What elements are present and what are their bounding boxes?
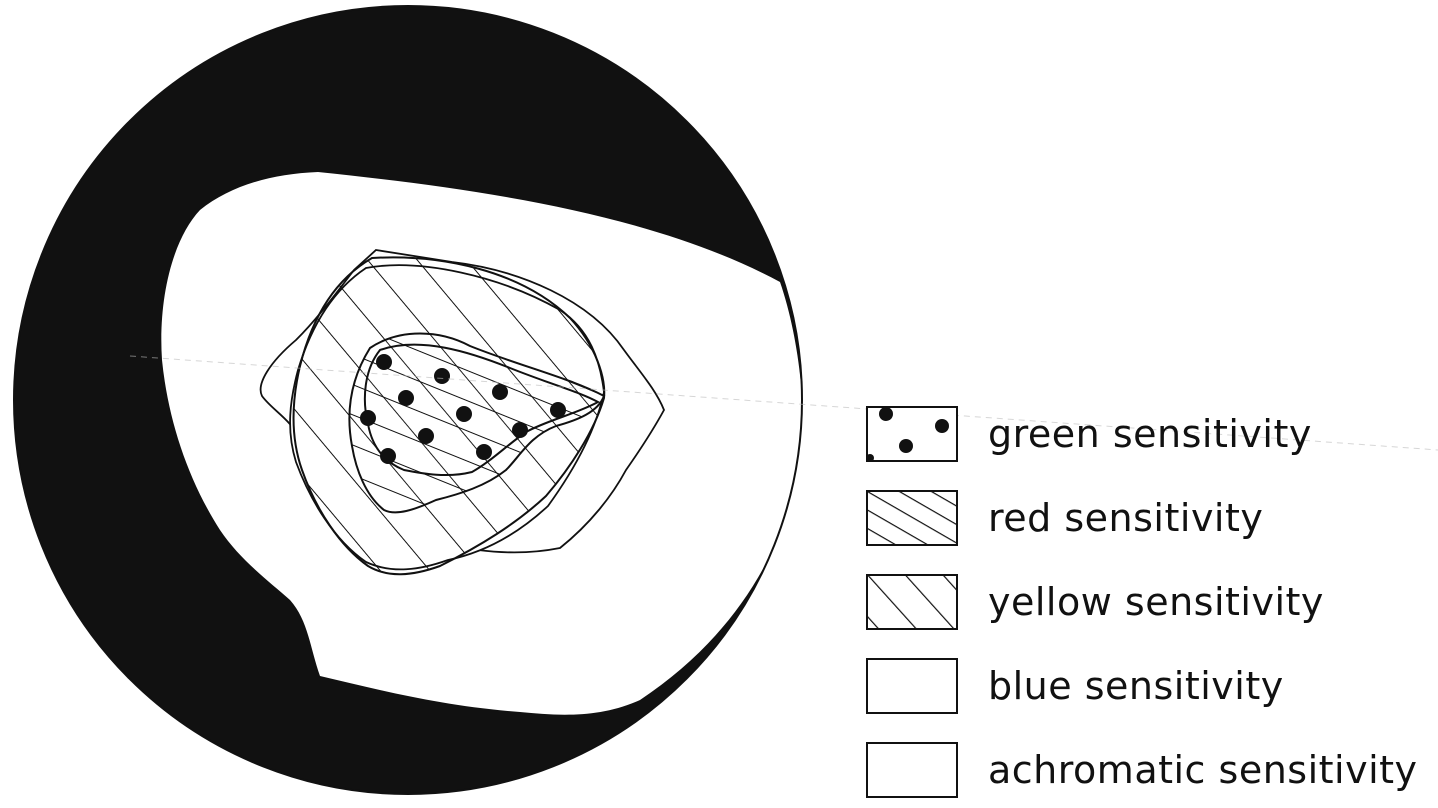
legend-swatch-green [866, 406, 958, 462]
legend-swatch-achromatic [866, 742, 958, 798]
green-dot [380, 448, 396, 464]
green-dot [398, 390, 414, 406]
green-dot [360, 410, 376, 426]
green-dot [492, 384, 508, 400]
red-region-diagonal [349, 333, 604, 513]
legend-item-blue: blue sensitivity [866, 656, 1426, 716]
legend-label-achromatic: achromatic sensitivity [988, 748, 1418, 792]
legend-item-yellow: yellow sensitivity [866, 572, 1426, 632]
green-dot [456, 406, 472, 422]
green-dot [512, 422, 528, 438]
legend-swatch-blue [866, 658, 958, 714]
legend-item-achromatic: achromatic sensitivity [866, 740, 1426, 800]
legend-swatch-red [866, 490, 958, 546]
legend-label-yellow: yellow sensitivity [988, 580, 1324, 624]
green-region [363, 343, 601, 477]
horizontal-meridian [129, 355, 1438, 451]
green-dots [360, 354, 566, 464]
legend-label-red: red sensitivity [988, 496, 1264, 540]
legend-label-green: green sensitivity [988, 412, 1312, 456]
legend-item-green: green sensitivity [866, 404, 1426, 464]
green-dot [418, 428, 434, 444]
field-outline [13, 5, 803, 795]
green-dot [434, 368, 450, 384]
legend-item-red: red sensitivity [866, 488, 1426, 548]
green-dot [476, 444, 492, 460]
green-dot [376, 354, 392, 370]
legend-swatch-yellow [866, 574, 958, 630]
legend-label-blue: blue sensitivity [988, 664, 1284, 708]
green-dot [550, 402, 566, 418]
